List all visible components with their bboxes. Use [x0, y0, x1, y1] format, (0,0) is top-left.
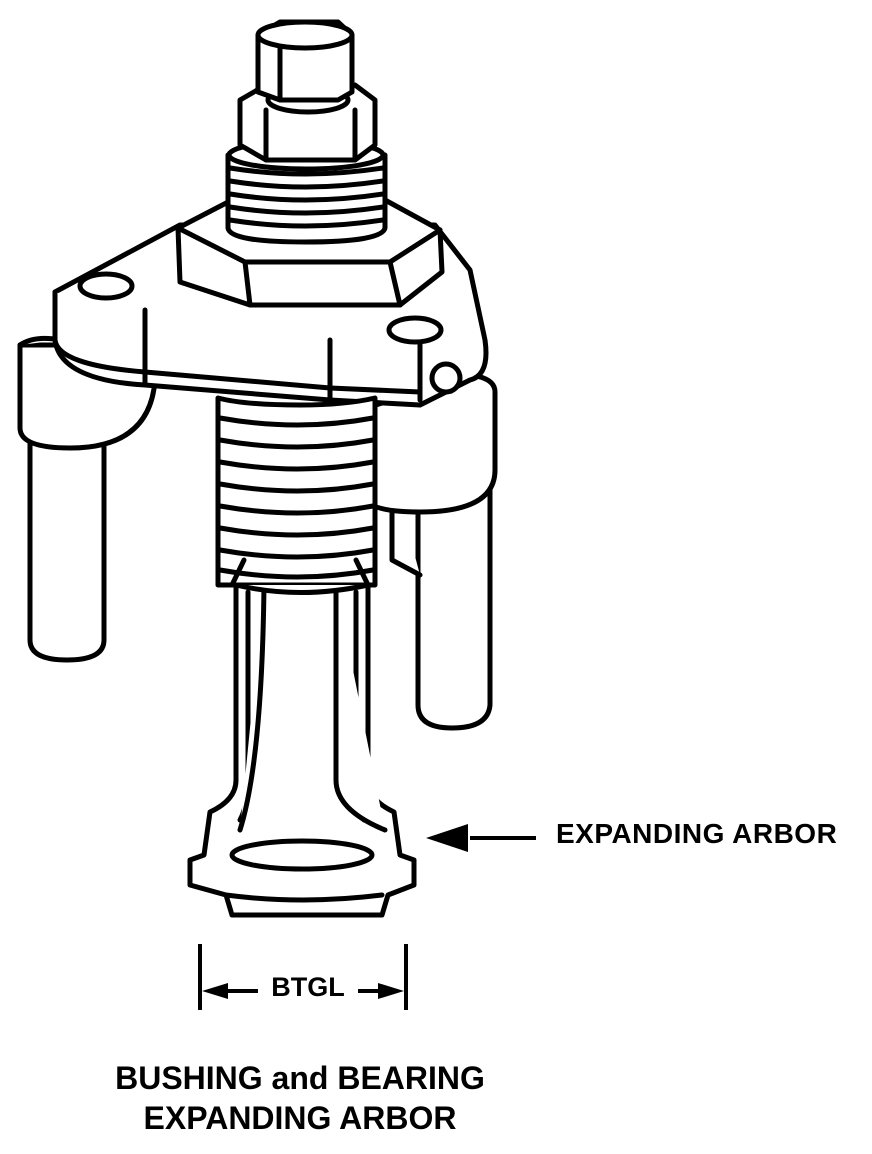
dimension-label: BTGL [258, 972, 358, 1003]
lower-threads [215, 395, 378, 588]
top-nut [255, 19, 355, 103]
figure-caption: BUSHING and BEARING EXPANDING ARBOR [40, 1058, 560, 1138]
callout-arrow [426, 824, 536, 852]
caption-line-1: BUSHING and BEARING [115, 1060, 485, 1096]
callout-label: EXPANDING ARBOR [556, 818, 838, 849]
dimension-lines [198, 944, 408, 1010]
caption-line-2: EXPANDING ARBOR [143, 1100, 457, 1136]
expanding-arbor [187, 557, 417, 918]
